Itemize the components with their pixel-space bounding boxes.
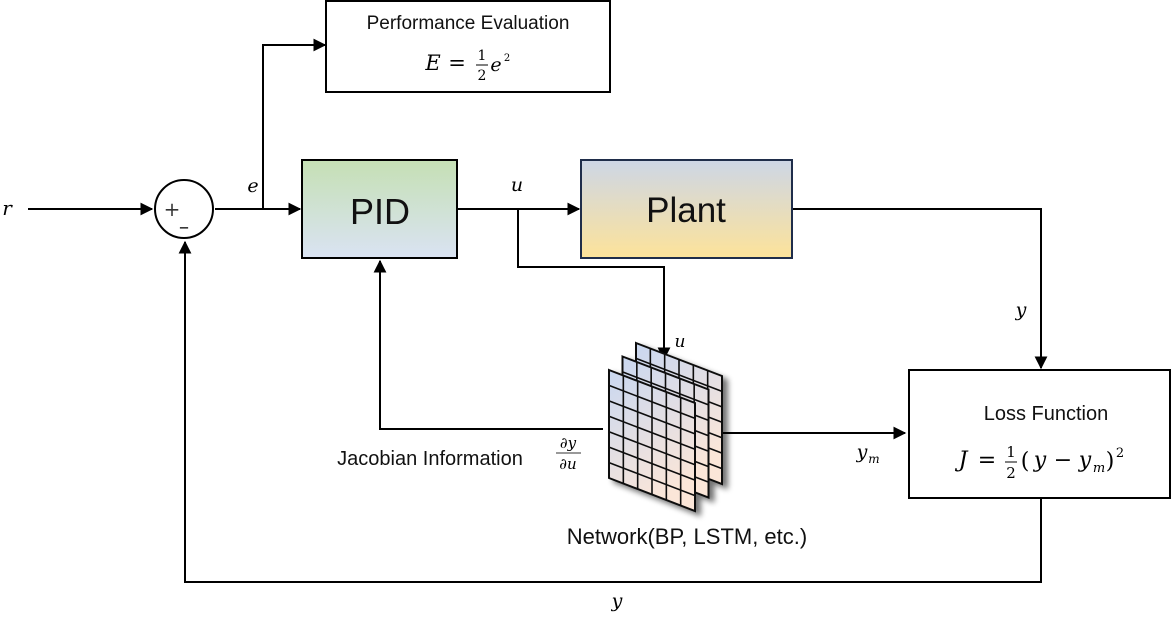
svg-text:e: e: [490, 54, 501, 76]
signal-y-plant: y: [1015, 299, 1027, 321]
signal-e: e: [247, 175, 258, 197]
signal-y-feedback: y: [611, 590, 623, 612]
performance-evaluation-block: Performance Evaluation E = 1 2 e 2: [325, 0, 611, 93]
network-grid-row: [608, 446, 696, 481]
wire-control-to-network: [517, 209, 671, 361]
network-layer: [608, 368, 696, 513]
wire-error-to-performance: [262, 38, 327, 209]
pid-block: PID: [301, 159, 458, 259]
wires: [28, 38, 1048, 583]
performance-evaluation-title: Performance Evaluation: [367, 13, 570, 34]
signal-ym: y m: [856, 441, 880, 466]
svg-text:2: 2: [1116, 446, 1124, 461]
svg-text:y: y: [1078, 448, 1092, 473]
svg-text:1: 1: [1006, 443, 1016, 461]
svg-text:m: m: [868, 452, 879, 466]
network-grid-row: [608, 400, 696, 435]
svg-text:1: 1: [478, 48, 487, 64]
svg-text:=: =: [978, 448, 996, 473]
summing-plus: +: [164, 197, 181, 221]
pid-label: PID: [350, 191, 410, 232]
wire-feedback: [178, 240, 1042, 583]
jacobian-denominator: ∂u: [559, 455, 576, 473]
network-grid-row: [608, 415, 696, 451]
wire-plant-output: [793, 208, 1048, 370]
network-grid-row: [608, 430, 696, 466]
network-icon: [608, 341, 723, 513]
jacobian-label: Jacobian Information ∂y ∂u: [337, 434, 581, 473]
signal-u-network: u: [675, 332, 686, 352]
loss-formula: J = 1 2 ( y − y m ) 2: [955, 443, 1125, 482]
network-grid-row: [608, 461, 696, 497]
svg-text:y: y: [1033, 448, 1047, 473]
svg-text:E: E: [424, 51, 440, 75]
svg-text:m: m: [1093, 461, 1105, 476]
svg-text:(: (: [1021, 449, 1030, 474]
svg-text:2: 2: [478, 68, 487, 84]
svg-text:=: =: [448, 51, 466, 75]
loss-function-title: Loss Function: [984, 403, 1109, 425]
svg-text:y: y: [856, 441, 868, 463]
svg-text:J: J: [955, 448, 969, 473]
signal-u: u: [511, 174, 523, 196]
network-grid-row: [622, 371, 709, 406]
loss-function-block: Loss Function J = 1 2 ( y − y m ) 2: [908, 369, 1171, 499]
network-grid-row: [608, 384, 696, 420]
plant-label: Plant: [646, 191, 726, 230]
network-label: Network(BP, LSTM, etc.): [567, 524, 807, 549]
svg-text:−: −: [1054, 448, 1072, 473]
svg-text:2: 2: [504, 53, 510, 64]
svg-text:2: 2: [1006, 464, 1016, 482]
network-grid-row: [635, 357, 723, 393]
signal-labels: r e u u y y m y: [2, 174, 1026, 612]
wire-jacobian: [373, 259, 603, 430]
summing-minus: –: [179, 214, 189, 238]
performance-formula: E = 1 2 e 2: [424, 48, 510, 84]
jacobian-numerator: ∂y: [560, 434, 577, 452]
signal-r: r: [2, 196, 13, 220]
svg-text:): ): [1106, 449, 1115, 474]
summing-junction: + –: [154, 179, 214, 239]
plant-block: Plant: [580, 159, 793, 259]
jacobian-text: Jacobian Information: [337, 448, 523, 470]
